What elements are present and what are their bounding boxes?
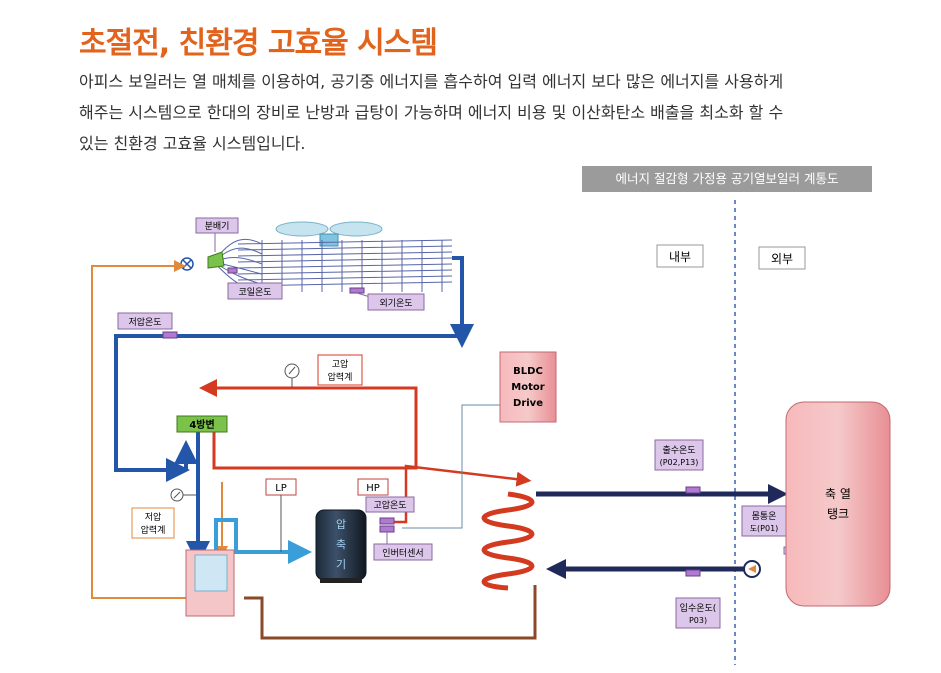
outside-zone-text: 외부	[771, 252, 793, 266]
low-pressure-gauge: 저압 압력계	[131, 488, 196, 539]
inlet-temp-label-2: P03)	[689, 616, 707, 625]
outlet-temp-sensor: 출수온도 (P02,P13)	[654, 439, 704, 494]
hot-gas-loop	[199, 379, 418, 470]
tank-temp-label-1: 몸통온	[752, 511, 777, 522]
expansion-valve-icon	[180, 257, 194, 271]
bldc-motor-drive: BLDC Motor Drive	[402, 351, 557, 529]
high-pressure-temp-label: 고압온도	[373, 499, 406, 511]
description-line-3: 있는 친환경 고효율 시스템입니다.	[79, 134, 306, 153]
description: 아피스 보일러는 열 매체를 이용하여, 공기중 에너지를 흡수하여 입력 에너…	[79, 66, 909, 159]
bldc-label-1: BLDC	[513, 366, 543, 377]
storage-tank: 축 열 탱크	[785, 401, 891, 607]
tank-label-2: 탱크	[827, 507, 849, 521]
compressor: 압 축 기	[315, 509, 367, 583]
evaporator-coil	[213, 238, 453, 293]
inside-zone-text: 내부	[669, 250, 691, 264]
compressor-label-2: 축	[336, 538, 346, 551]
hp-switch: HP	[357, 478, 389, 496]
hp-label: HP	[366, 483, 380, 494]
high-pressure-gauge: 고압 압력계	[284, 354, 363, 388]
tank-label-1: 축 열	[825, 487, 851, 501]
outdoor-temp-label: 외기온도	[379, 297, 412, 309]
suction-blue-line	[114, 334, 462, 482]
inside-zone-label: 내부	[656, 244, 704, 268]
outlet-temp-label-1: 출수온도	[662, 445, 695, 456]
compressor-label-1: 압	[336, 518, 346, 531]
outdoor-temp-sensor: 외기온도	[349, 287, 425, 311]
inverter-sensor: 인버터센서	[373, 532, 433, 561]
pump-icon	[743, 560, 761, 578]
outside-zone-label: 외부	[758, 246, 806, 270]
low-pressure-gauge-label-1: 저압	[145, 511, 162, 523]
low-pressure-temp-sensor: 저압온도	[117, 312, 178, 339]
bldc-label-3: Drive	[513, 398, 543, 409]
low-pressure-temp-label: 저압온도	[128, 316, 161, 328]
orange-return-line	[91, 260, 190, 599]
brown-return-line	[244, 585, 537, 640]
high-pressure-temp-sensor: 고압온도	[365, 496, 415, 533]
inlet-temp-label-1: 입수온도(	[680, 602, 717, 614]
description-line-2: 해주는 시스템으로 한대의 장비로 난방과 급탕이 가능하며 에너지 비용 및 …	[79, 103, 784, 122]
coil-temp-label: 코일온도	[238, 287, 271, 298]
four-way-valve: 4방변	[176, 415, 228, 433]
compressor-label-3: 기	[336, 558, 346, 571]
diagram-caption: 에너지 절감형 가정용 공기열보일러 계통도	[582, 166, 872, 192]
inverter-sensor-label: 인버터센서	[382, 548, 423, 559]
high-pressure-gauge-label-1: 고압	[332, 358, 349, 370]
bldc-label-2: Motor	[511, 382, 544, 393]
coil-outlet-line	[450, 256, 474, 348]
discharge-red-line	[392, 464, 532, 524]
fan-icon	[275, 221, 383, 247]
four-way-valve-label: 4방변	[189, 418, 214, 431]
liquid-line	[214, 518, 312, 564]
page-title: 초절전, 친환경 고효율 시스템	[79, 26, 438, 61]
inlet-temp-sensor: 입수온도( P03)	[675, 569, 721, 629]
accumulator	[185, 549, 235, 617]
low-pressure-gauge-label-2: 압력계	[141, 524, 166, 536]
distributor-label: 분배기	[205, 221, 230, 232]
lp-switch: LP	[265, 478, 297, 552]
description-line-1: 아피스 보일러는 열 매체를 이용하여, 공기중 에너지를 흡수하여 입력 에너…	[79, 72, 784, 91]
condenser-coil	[481, 491, 535, 591]
distributor: 분배기	[195, 217, 239, 269]
high-pressure-gauge-label-2: 압력계	[328, 371, 353, 383]
coil-temp-sensor: 코일온도	[227, 267, 283, 300]
outlet-temp-label-2: (P02,P13)	[660, 458, 699, 467]
lp-label: LP	[275, 483, 287, 494]
tank-temp-label-2: 도(P01)	[750, 524, 779, 533]
